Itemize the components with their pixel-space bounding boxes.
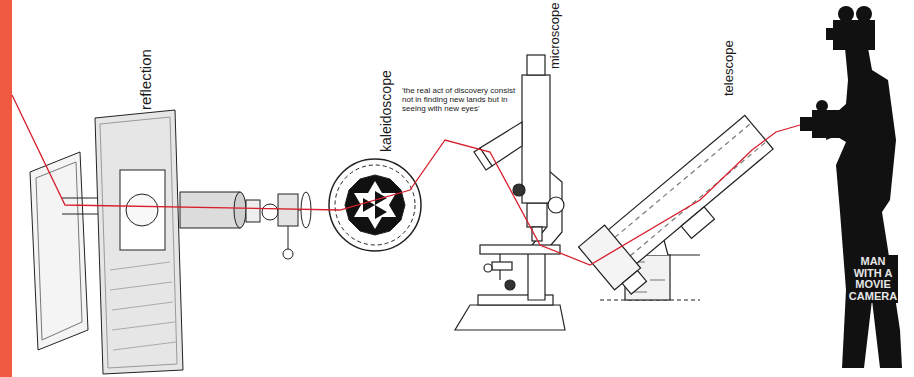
instrument-label: microscope bbox=[548, 3, 561, 69]
quote-note: 'the real act of discovery consist not i… bbox=[402, 86, 517, 114]
instrument-label: telescope bbox=[722, 40, 735, 96]
film-title: MAN WITH A MOVIE CAMERA bbox=[848, 255, 898, 303]
light-path bbox=[12, 95, 800, 265]
accent-bar bbox=[0, 0, 12, 377]
instrument-label: reflection bbox=[138, 49, 153, 110]
telescope-figure bbox=[579, 111, 786, 301]
reflection-apparatus bbox=[30, 110, 311, 374]
instrument-label: kaleidoscope bbox=[379, 70, 393, 152]
kaleidoscope-figure bbox=[329, 159, 421, 251]
camera-man-silhouette bbox=[800, 6, 902, 368]
